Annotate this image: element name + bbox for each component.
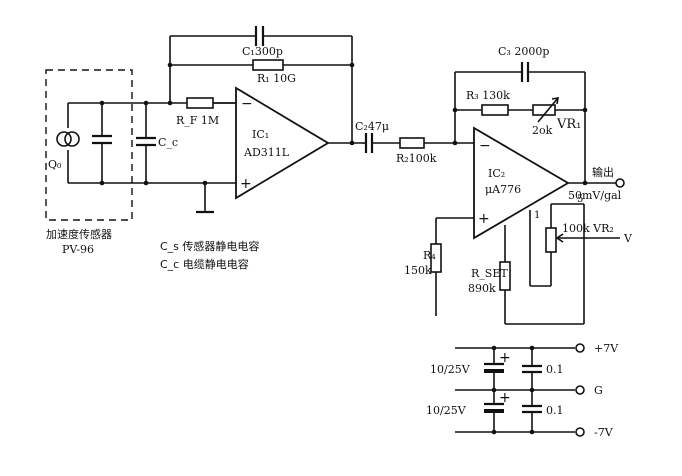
gnd-label: G [594, 384, 603, 397]
ic2-pin1: 1 [534, 210, 540, 221]
ic2-feedback-res-label: R₃ 130k [466, 89, 510, 102]
trim-name: VR₁ [556, 117, 581, 132]
coupling-cap-label: C₂47μ [355, 120, 389, 133]
coupling-res-label: R₂100k [396, 152, 437, 165]
ic2-name: IC₂ [488, 167, 505, 180]
elco1-plus: + [499, 350, 511, 366]
sensor-box-label: 加速度传感器 [46, 227, 112, 241]
rg-label: R₄ [423, 249, 436, 262]
rset-label: R_SET [471, 267, 508, 280]
rg-value: 150k [404, 264, 432, 277]
neg-supply-label: -7V [594, 426, 614, 439]
pos-supply-label: +7V [594, 342, 619, 355]
cap2-label: 0.1 [546, 404, 564, 417]
ic2-part: μA776 [485, 183, 521, 196]
trim-value: 2ok [532, 124, 553, 137]
ic1-minus-sign: − [241, 96, 253, 112]
output-label: 输出 [592, 165, 614, 179]
coupling-network [364, 133, 474, 153]
ic1-feedback-cap-label: C₁300p [242, 45, 283, 58]
ic2-feedback-cap-label: C₃ 2000p [498, 45, 549, 58]
sensor-model: PV-96 [62, 243, 94, 256]
ic1-opamp [196, 86, 362, 214]
ic2-opamp [430, 126, 625, 325]
ic2-minus-sign: − [479, 138, 491, 154]
legend-line-2: C_c 电缆静电电容 [160, 257, 249, 271]
legend-line-1: C_s 传感器静电电容 [160, 239, 259, 253]
output-sensitivity: 50mV/gal [568, 189, 622, 202]
bias-label: V [623, 232, 633, 245]
ic1-input-res-label: R_F 1M [176, 114, 219, 127]
cable-capacitor [136, 100, 156, 186]
ic1-feedback-res-label: R₁ 10G [257, 72, 296, 85]
ic2-plus-sign: + [478, 211, 490, 227]
cap1-label: 0.1 [546, 363, 564, 376]
ic2-feedback-network [452, 62, 588, 183]
rset-value: 890k [468, 282, 496, 295]
ic1-plus-sign: + [240, 176, 252, 192]
pot-value: 100k VR₂ [562, 222, 614, 235]
source-label: Q₀ [48, 158, 62, 171]
ic1-feedback-network [167, 26, 355, 143]
elco2-label: 10/25V [426, 404, 467, 417]
elco2-plus: + [499, 390, 511, 406]
cable-cap-label: C_c [158, 136, 178, 149]
ic1-name: IC₁ [252, 128, 269, 141]
power-supply [455, 343, 585, 437]
elco1-label: 10/25V [430, 363, 471, 376]
ic2-pin5: 5 [577, 194, 583, 205]
ic1-part: AD311L [243, 146, 290, 159]
